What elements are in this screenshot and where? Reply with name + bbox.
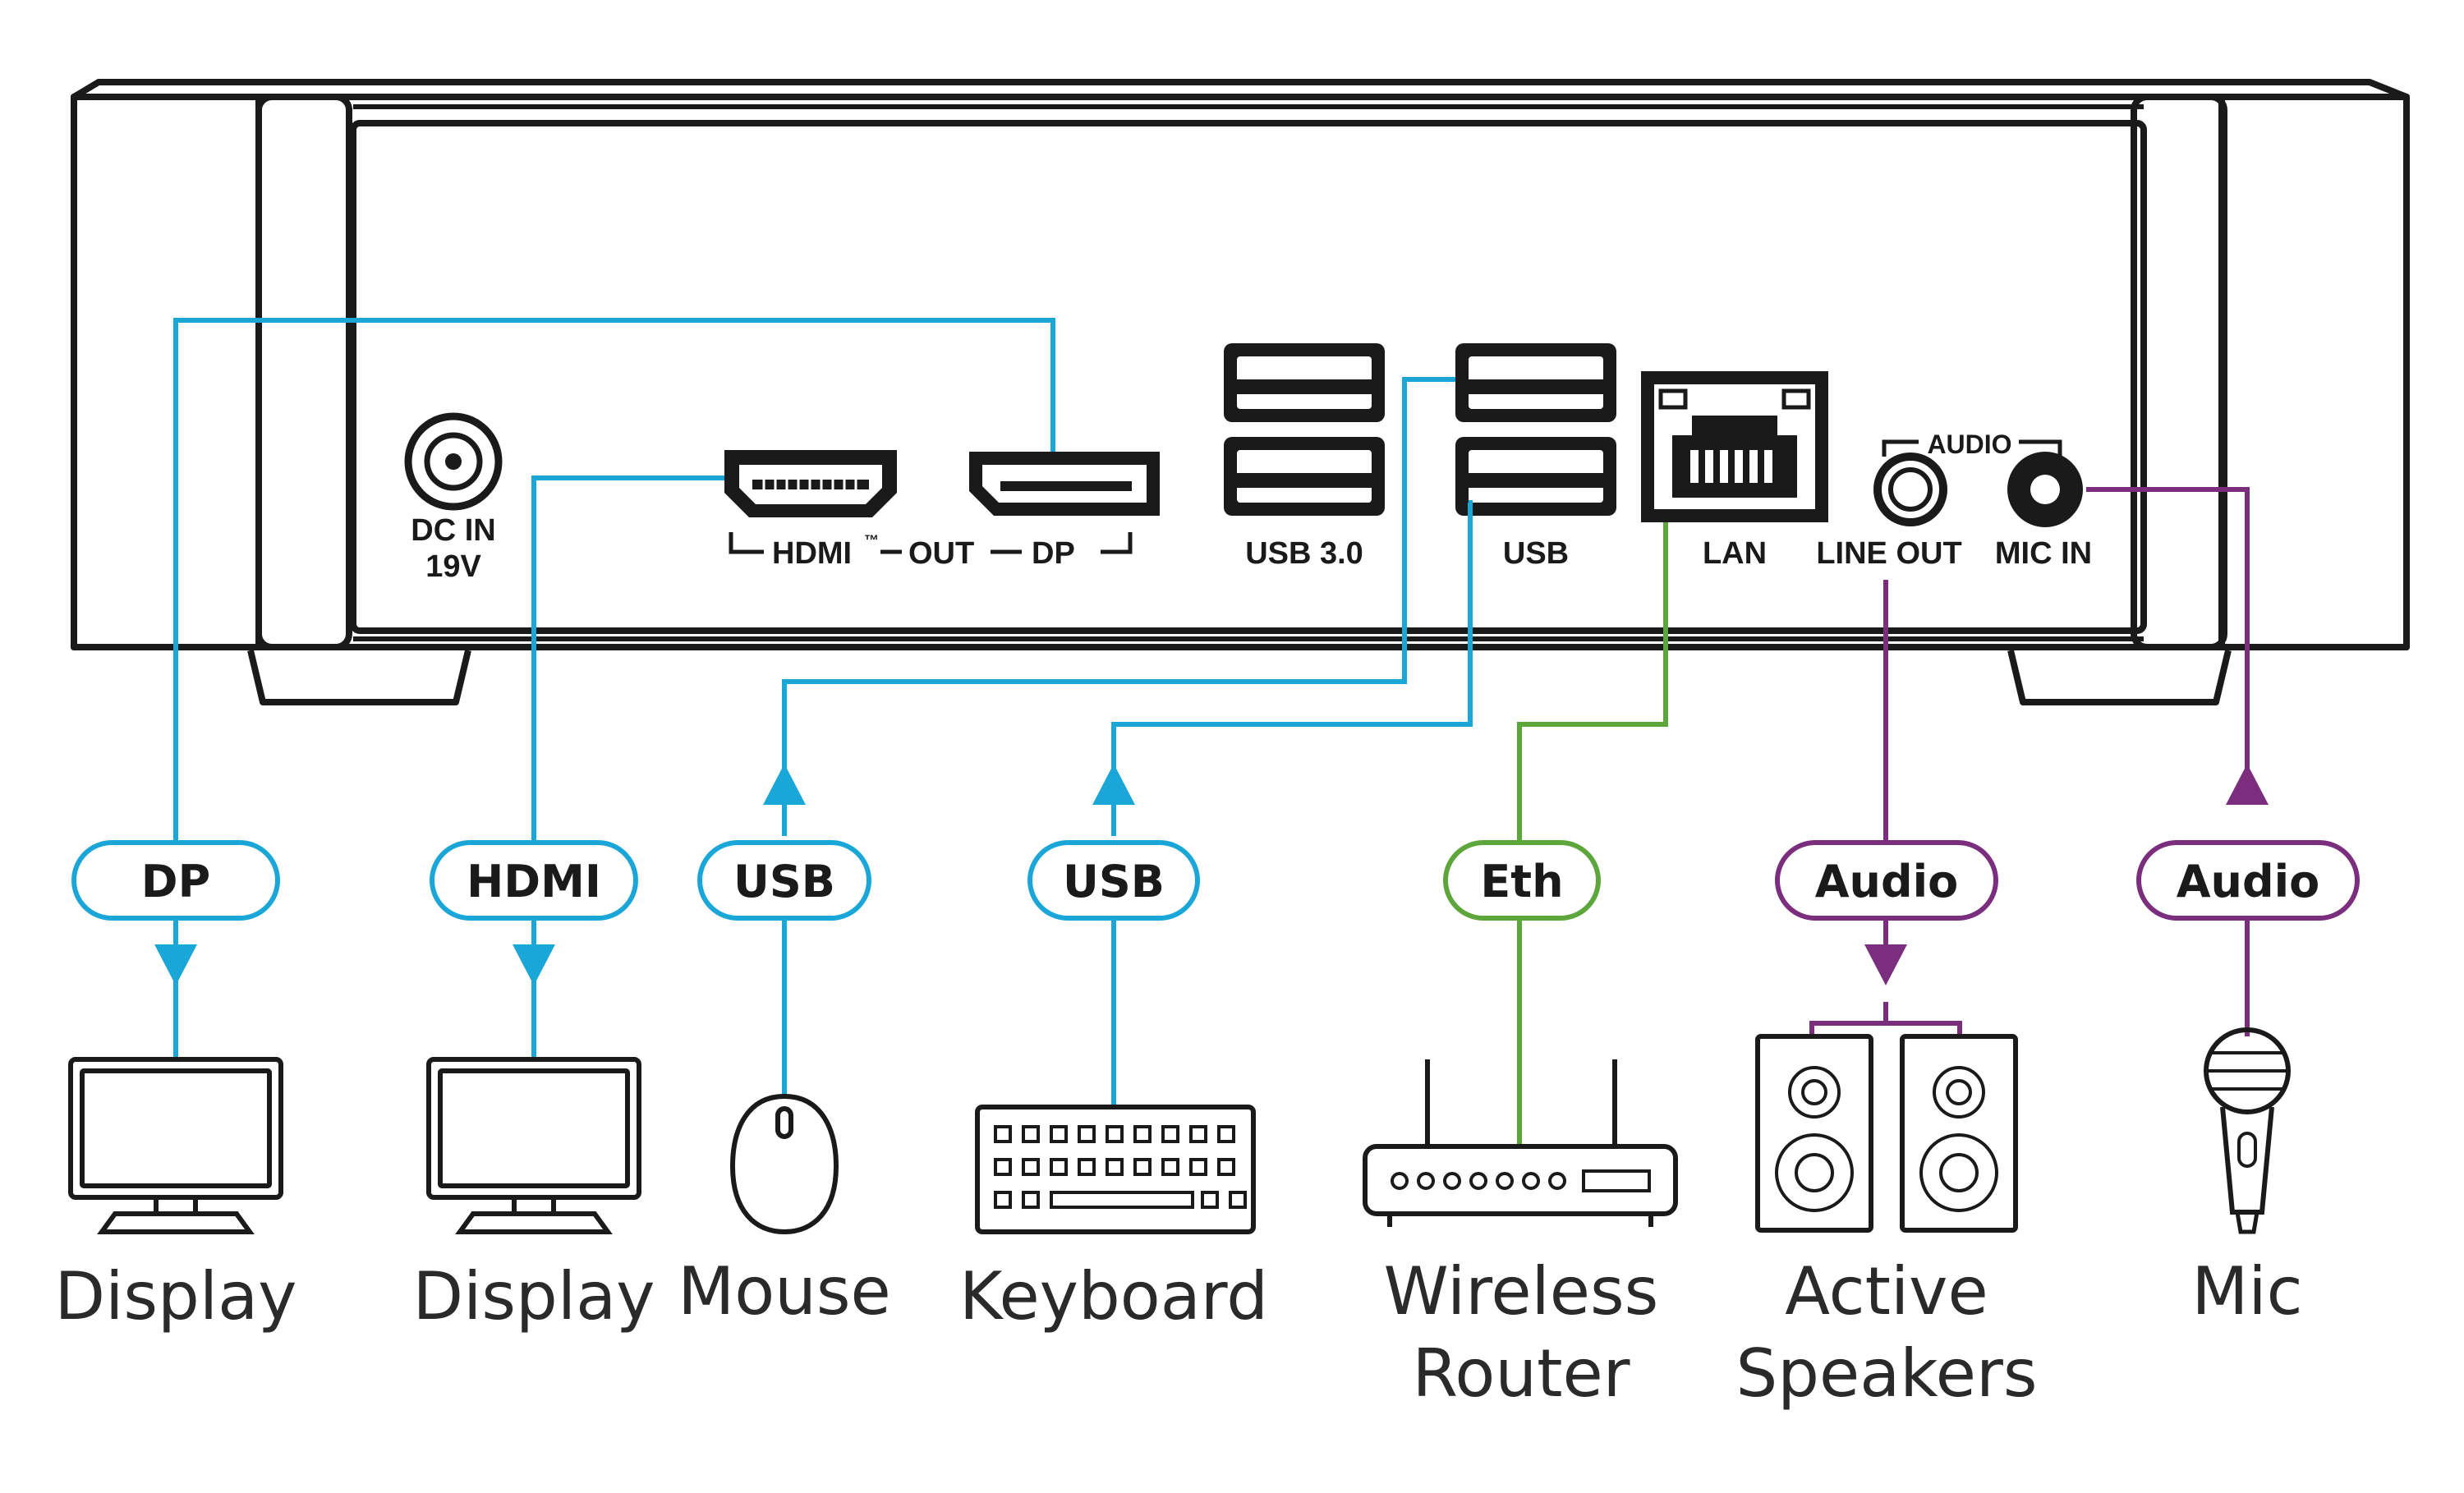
dc-in-label: DC IN xyxy=(411,513,495,548)
pill-hdmi: HDMI xyxy=(430,840,638,921)
usb-keyboard-arrow-up xyxy=(1092,764,1135,805)
mic-in-cable xyxy=(2086,487,2250,788)
pill-audio-out-label: Audio xyxy=(1815,856,1959,907)
keyboard-key xyxy=(1022,1191,1040,1209)
audio-in-arrow-up xyxy=(2226,764,2269,805)
pill-audio-in-label: Audio xyxy=(2177,856,2320,907)
keyboard-key xyxy=(1161,1158,1179,1176)
usb-keyboard-cable xyxy=(1111,500,1473,836)
mic-in-label: MIC IN xyxy=(1995,536,2092,571)
keyboard-key xyxy=(994,1158,1012,1176)
dp-label: DP xyxy=(1032,536,1075,571)
keyboard-key xyxy=(1106,1158,1124,1176)
audio-out-arrow-down xyxy=(1864,944,1907,985)
usb-mouse-arrow-up xyxy=(763,764,806,805)
usb-ports xyxy=(1455,343,1616,516)
hdmi-cable xyxy=(531,475,724,861)
keyboard-key xyxy=(1050,1158,1068,1176)
lan-label: LAN xyxy=(1703,536,1767,571)
display-2-icon xyxy=(426,1057,641,1234)
keyboard-key xyxy=(1189,1125,1207,1143)
microphone-icon xyxy=(2204,1027,2291,1234)
pill-hdmi-label: HDMI xyxy=(467,856,601,907)
keyboard-key xyxy=(1229,1191,1247,1209)
lan-port xyxy=(1641,371,1828,522)
audio-group-label: AUDIO xyxy=(1927,430,2011,459)
mic-in-jack xyxy=(2007,452,2083,527)
hdmi-arrow-down xyxy=(513,944,555,985)
tm-mark: ™ xyxy=(864,532,879,549)
out-label: OUT xyxy=(908,536,974,571)
usb3-label: USB 3.0 xyxy=(1245,536,1363,571)
keyboard-key xyxy=(1201,1191,1219,1209)
audio-bracket xyxy=(1882,439,2062,457)
arrows xyxy=(154,764,2269,985)
dp-cable xyxy=(173,318,1055,861)
dp-arrow-down xyxy=(154,944,197,985)
mouse-label: Mouse xyxy=(678,1253,891,1330)
keyboard-key xyxy=(994,1125,1012,1143)
usb3-ports xyxy=(1224,343,1385,516)
keyboard-key xyxy=(1022,1158,1040,1176)
hdmi-port xyxy=(724,450,897,517)
pill-audio-out: Audio xyxy=(1775,840,1998,921)
keyboard-key xyxy=(1078,1125,1096,1143)
keyboard-key xyxy=(1022,1125,1040,1143)
pill-dp: DP xyxy=(71,840,280,921)
dc-in-port xyxy=(404,412,503,511)
keyboard-key xyxy=(1217,1125,1235,1143)
mic-label: Mic xyxy=(2191,1253,2302,1330)
cable-lines xyxy=(173,318,2250,1146)
keyboard-label: Keyboard xyxy=(959,1258,1268,1335)
keyboard-key xyxy=(1161,1125,1179,1143)
pill-usb-keyboard: USB xyxy=(1027,840,1200,921)
dc-volt-label: 19V xyxy=(425,549,481,584)
pill-audio-in: Audio xyxy=(2136,840,2360,921)
router-label-line2: Router xyxy=(1412,1335,1630,1412)
mouse-icon xyxy=(729,1093,839,1235)
dp-port xyxy=(969,452,1160,516)
display-1-icon xyxy=(68,1057,283,1234)
pill-eth-label: Eth xyxy=(1480,856,1563,907)
device-chassis xyxy=(71,79,2410,705)
keyboard-key xyxy=(1133,1158,1152,1176)
line-out-label: LINE OUT xyxy=(1816,536,1961,571)
pill-usb-mouse: USB xyxy=(697,840,871,921)
video-out-bracket xyxy=(729,532,1133,554)
keyboard-key xyxy=(1078,1158,1096,1176)
keyboard-key xyxy=(1050,1125,1068,1143)
line-out-jack xyxy=(1873,452,1947,526)
speakers-label-line2: Speakers xyxy=(1735,1335,2037,1412)
usb-label: USB xyxy=(1503,536,1569,571)
keyboard-key xyxy=(1133,1125,1152,1143)
keyboard-key xyxy=(1106,1125,1124,1143)
keyboard-key xyxy=(1189,1158,1207,1176)
pill-dp-label: DP xyxy=(141,856,210,907)
router-icon xyxy=(1363,1059,1678,1227)
keyboard-key xyxy=(1217,1158,1235,1176)
usb-mouse-cable xyxy=(782,377,1455,836)
keyboard-key xyxy=(994,1191,1012,1209)
pill-eth: Eth xyxy=(1443,840,1601,921)
display-2-label: Display xyxy=(413,1258,655,1335)
pill-usb-keyboard-label: USB xyxy=(1063,856,1165,907)
display-1-label: Display xyxy=(55,1258,297,1335)
hdmi-label: HDMI xyxy=(772,536,852,571)
speakers-icon xyxy=(1755,1034,2018,1233)
speakers-label-line1: Active xyxy=(1785,1253,1988,1330)
pill-usb-mouse-label: USB xyxy=(733,856,835,907)
keyboard-icon xyxy=(975,1105,1256,1234)
eth-cable xyxy=(1517,522,1668,861)
router-label-line1: Wireless xyxy=(1384,1253,1659,1330)
keyboard-key xyxy=(1050,1191,1194,1209)
